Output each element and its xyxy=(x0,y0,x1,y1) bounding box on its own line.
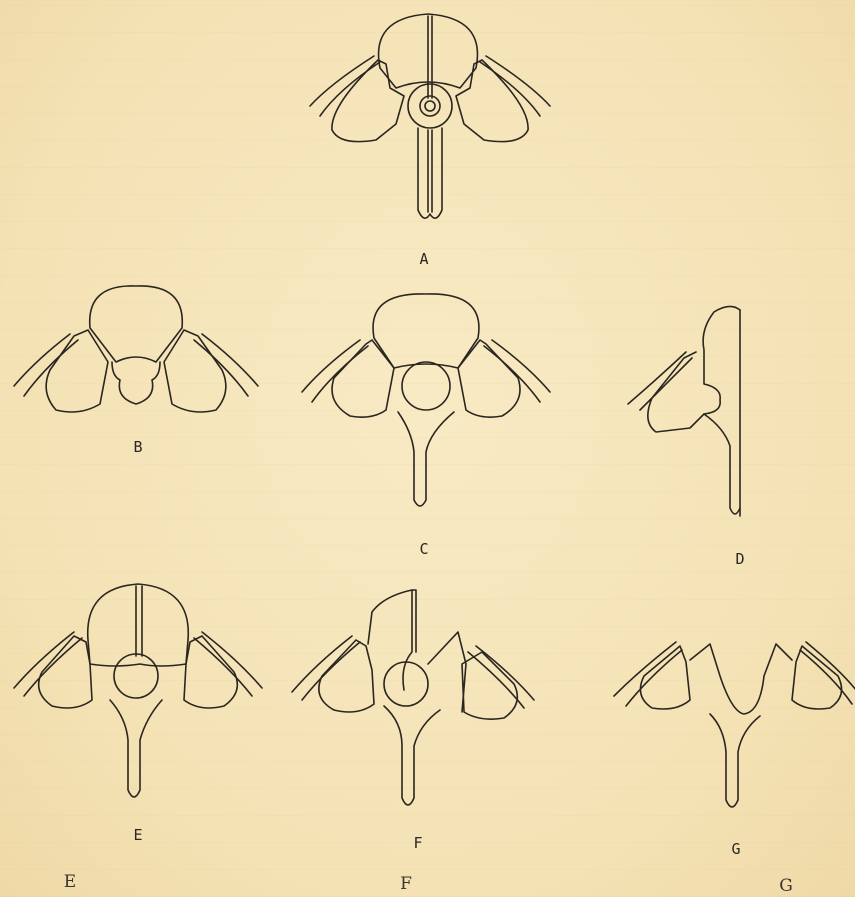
vertebra-f xyxy=(292,590,534,805)
caption-e: E xyxy=(64,872,76,892)
vertebra-c xyxy=(302,294,550,506)
vertebra-d xyxy=(628,306,740,516)
vertebra-e xyxy=(14,584,262,797)
figure-label-d: D xyxy=(735,550,744,568)
vertebra-a xyxy=(310,14,550,218)
figure-label-a: A xyxy=(419,250,428,268)
caption-f: F xyxy=(400,874,412,894)
figure-label-c: C xyxy=(419,540,428,558)
figure-label-f: F xyxy=(413,834,422,852)
figure-label-e: E xyxy=(133,826,142,844)
vertebra-g xyxy=(614,642,855,807)
figure-label-b: B xyxy=(133,438,142,456)
figure-label-g: G xyxy=(731,840,740,858)
caption-g: G xyxy=(779,876,793,896)
vertebra-b xyxy=(14,286,258,412)
